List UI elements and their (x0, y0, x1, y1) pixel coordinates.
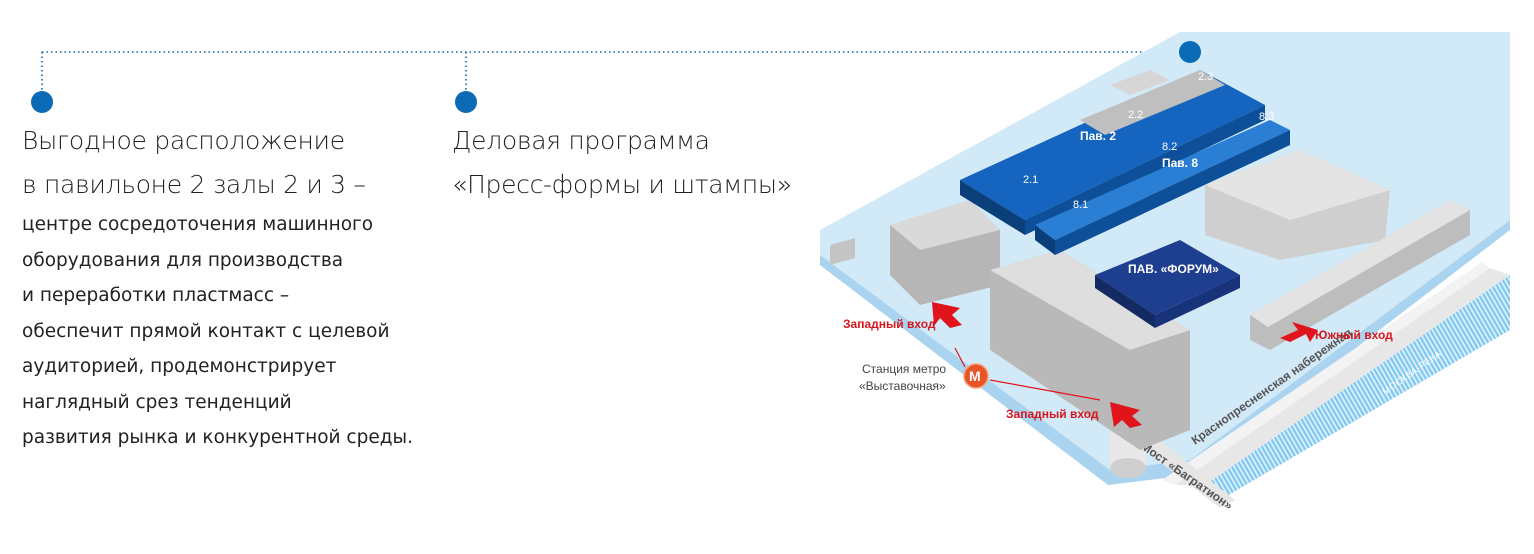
pavilion-8 (1035, 120, 1290, 240)
hall-label-8-1: 8.1 (1073, 199, 1088, 211)
pavilion-2 (960, 70, 1265, 220)
feature-headline-line: Деловая программа (452, 126, 710, 155)
hall-label-2-1: 2.1 (1023, 174, 1038, 186)
metro-link-top (954, 347, 966, 368)
building-block-small (830, 238, 855, 265)
expocentre-map: МОСКВА-РЕКА Краснопресненская набережная… (820, 32, 1510, 513)
pavilion-forum-label: ПАВ. «ФОРУМ» (1128, 262, 1219, 276)
feature-headline-line: «Пресс-формы и штампы» (452, 170, 792, 199)
feature-body-line: обеспечит прямой контакт с целевой (22, 320, 390, 342)
bridge (1125, 425, 1235, 508)
metro-station-label: Станция метро (862, 362, 946, 376)
south-entrance-arrow (1280, 322, 1318, 342)
metro-icon (964, 364, 988, 388)
marker-dot-program (455, 91, 477, 113)
hall-label-2-2: 2.2 (1128, 109, 1143, 121)
metro-link-bottom (989, 379, 1101, 401)
feature-headline-line: Выгодное расположение (22, 126, 345, 155)
feature-program: Деловая программа «Пресс-формы и штампы» (452, 119, 812, 207)
pavilion-forum (1095, 240, 1240, 315)
west-entrance-arrow-bottom (1110, 402, 1142, 428)
metro-icon-letter: М (969, 368, 981, 384)
west-entrance-arrow-top (932, 302, 962, 328)
metro-station-name: «Выставочная» (859, 379, 946, 393)
hall-label-2-3: 2.3 (1198, 71, 1213, 83)
hall-label-8-3: 8.3 (1259, 111, 1274, 123)
feature-body-line: центре сосредоточения машинного (22, 214, 374, 235)
feature-body-line: и переработки пластмасс – (22, 285, 290, 306)
south-entrance-label: Южный вход (1315, 328, 1393, 342)
river (1205, 275, 1510, 500)
connector-lines (31, 51, 1191, 113)
west-entrance-label-top: Западный вход (843, 317, 936, 331)
west-entrance-label-bottom: Западный вход (1006, 407, 1099, 421)
pavilion-2-label: Пав. 2 (1080, 129, 1116, 143)
location-marker (1179, 41, 1201, 63)
feature-body-line: наглядный срез тенденций (22, 391, 292, 413)
feature-body-line: развития рынка и конкурентной среды. (22, 427, 413, 448)
embankment-road (1175, 268, 1510, 485)
marker-dot-location (31, 91, 53, 113)
pavilion-8-label: Пав. 8 (1162, 156, 1198, 170)
feature-headline-line: в павильоне 2 залы 2 и 3 – (22, 170, 366, 199)
hall-2-2-roof (1080, 70, 1225, 135)
feature-body-line: оборудования для производства (22, 249, 344, 271)
hall-label-8-2: 8.2 (1162, 141, 1177, 153)
feature-location: Выгодное расположение в павильоне 2 залы… (22, 119, 442, 456)
embankment-road-edge (1162, 262, 1490, 485)
feature-body-line: аудиторией, продемонстрирует (22, 356, 337, 377)
